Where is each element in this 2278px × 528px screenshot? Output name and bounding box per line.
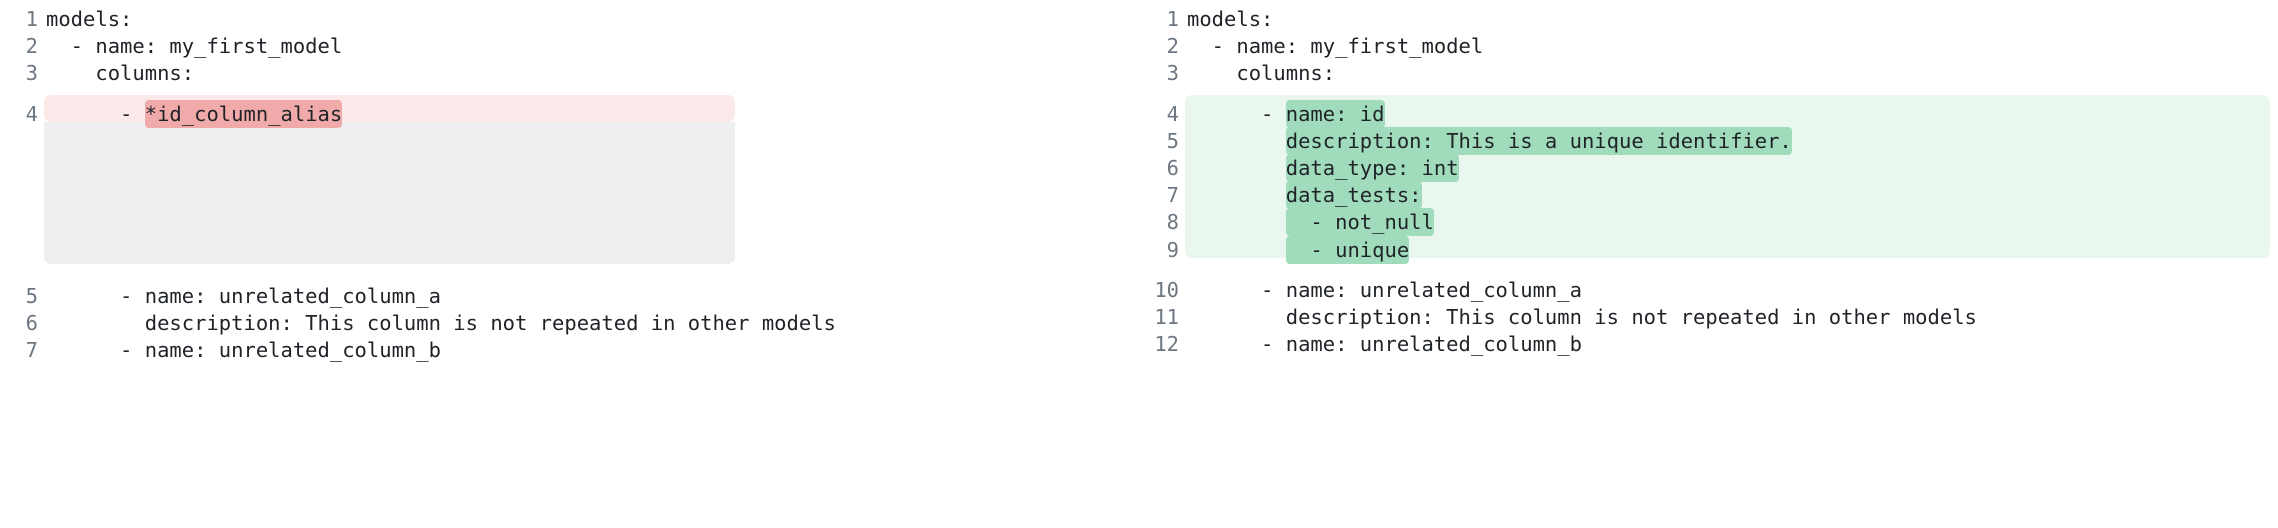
code-line-indent xyxy=(1187,183,1286,207)
line-number: 7 xyxy=(1166,183,1179,208)
line-number: 1 xyxy=(25,7,38,31)
line-number: 7 xyxy=(25,338,38,363)
diff-pane-before[interactable]: 1 models: 2 - name: my_first_model 3 column… xyxy=(0,0,1139,528)
code-line[interactable]: models: xyxy=(46,7,133,31)
line-number: 6 xyxy=(1166,156,1179,180)
code-line[interactable]: - name: id xyxy=(1187,99,1385,128)
line-number: 2 xyxy=(1166,34,1179,59)
line-number: 2 xyxy=(25,34,38,59)
line-number: 4 xyxy=(1166,101,1179,126)
added-token: data_type: int xyxy=(1285,154,1459,182)
code-line[interactable]: columns: xyxy=(46,61,195,86)
code-line[interactable]: data_type: int xyxy=(1187,154,1459,182)
code-line-indent xyxy=(1187,156,1286,180)
code-line[interactable]: - name: unrelated_column_a xyxy=(1187,277,1582,302)
code-line[interactable]: description: This is a unique identifier… xyxy=(1187,126,1792,155)
code-line[interactable]: - unique xyxy=(1187,235,1410,264)
code-line-indent xyxy=(1187,129,1286,153)
code-line[interactable]: columns: xyxy=(1187,61,1336,86)
added-token: - not_null xyxy=(1285,208,1434,237)
deleted-token: *id_column_alias xyxy=(144,99,343,128)
code-line[interactable]: models: xyxy=(1187,7,1274,31)
line-number: 5 xyxy=(1166,128,1179,153)
line-number: 11 xyxy=(1154,305,1179,329)
code-line[interactable]: description: This column is not repeated… xyxy=(1187,305,1977,329)
line-number: 10 xyxy=(1154,277,1179,302)
added-token: - unique xyxy=(1285,235,1410,264)
code-line[interactable]: - not_null xyxy=(1187,208,1434,237)
added-token: name: id xyxy=(1285,99,1385,128)
line-number: 1 xyxy=(1166,7,1179,31)
code-line[interactable]: description: This column is not repeated… xyxy=(46,311,836,335)
line-number: 6 xyxy=(25,311,38,335)
code-line-indent: - xyxy=(46,101,145,126)
diff-lines-before: 1 models: 2 - name: my_first_model 3 column… xyxy=(25,7,836,363)
code-line[interactable]: - name: my_first_model xyxy=(1187,34,1484,59)
line-number: 4 xyxy=(25,101,38,126)
code-line[interactable]: data_tests: xyxy=(1187,181,1422,210)
diff-lines-after: 1 models: 2 - name: my_first_model 3 column… xyxy=(1139,0,2278,528)
code-line-indent xyxy=(1187,238,1286,262)
diff-highlight-bands-before xyxy=(44,94,735,264)
line-number: 9 xyxy=(1166,237,1179,262)
diff-pane-after[interactable]: 1 models: 2 - name: my_first_model 3 column… xyxy=(1139,0,2278,528)
line-number: 3 xyxy=(25,61,38,86)
code-line[interactable]: - name: unrelated_column_b xyxy=(46,338,441,363)
line-number: 8 xyxy=(1166,210,1179,235)
added-token: description: This is a unique identifier… xyxy=(1285,126,1792,155)
code-line-indent: - xyxy=(1187,101,1286,126)
added-token: data_tests: xyxy=(1285,181,1422,210)
code-line[interactable]: - name: unrelated_column_b xyxy=(1187,332,1582,357)
line-number: 12 xyxy=(1154,332,1179,357)
code-line[interactable]: - name: my_first_model xyxy=(46,34,343,59)
empty-gap-placeholder xyxy=(44,121,735,264)
code-line[interactable]: - name: unrelated_column_a xyxy=(46,283,441,308)
code-line[interactable]: - *id_column_alias xyxy=(46,99,343,128)
line-number: 5 xyxy=(25,283,38,308)
code-line-indent xyxy=(1187,210,1286,234)
line-number: 3 xyxy=(1166,61,1179,86)
